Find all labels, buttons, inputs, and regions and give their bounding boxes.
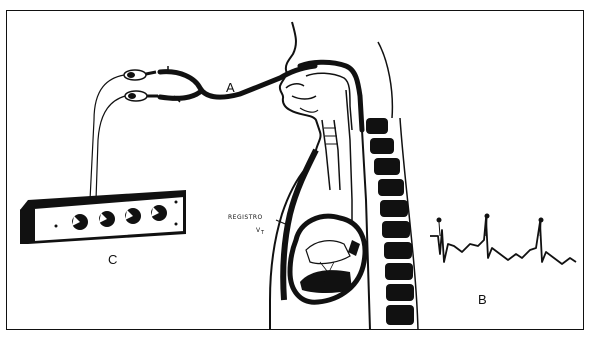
label-vt-subscript: T [260, 230, 265, 236]
recorder-box [20, 190, 186, 244]
dial-1 [72, 214, 88, 230]
stethoscope-earpieces [124, 70, 158, 101]
label-c: C [108, 252, 117, 267]
dial-4 [151, 205, 167, 221]
label-b: B [478, 292, 487, 307]
dial-2 [99, 211, 115, 227]
label-a: A [226, 80, 235, 95]
label-registro: REGISTRO [228, 214, 263, 221]
spine [366, 42, 418, 330]
waveform-trace [430, 214, 576, 265]
connection-wires [90, 75, 125, 200]
heart-cavity [290, 216, 365, 302]
dial-3 [125, 208, 141, 224]
